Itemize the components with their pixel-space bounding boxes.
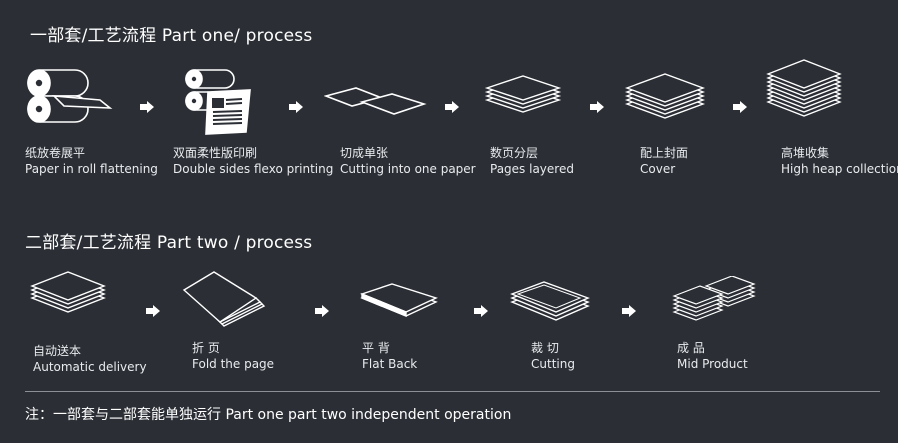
cover-stack-icon [623, 70, 707, 128]
section2-title: 二部套/工艺流程 Part two / process [25, 233, 313, 253]
cutting-icon [508, 280, 592, 324]
step-label: 高堆收集 High heap collection [781, 146, 898, 176]
layered-pages-icon [483, 74, 563, 124]
flexo-printing-icon [180, 66, 260, 138]
step-label: 切成单张 Cutting into one paper [340, 146, 476, 176]
delivery-stack-icon [28, 268, 108, 322]
step-label: 双面柔性版印刷 Double sides flexo printing [173, 146, 334, 176]
step-label: 平 背 Flat Back [362, 341, 418, 371]
arrow-icon [622, 302, 636, 317]
arrow-icon [315, 302, 329, 317]
arrow-icon [140, 98, 154, 113]
arrow-icon [146, 302, 160, 317]
step-label: 折 页 Fold the page [192, 341, 275, 371]
step-label: 数页分层 Pages layered [490, 146, 574, 176]
mid-product-icon [672, 276, 756, 326]
cut-sheets-icon [324, 84, 428, 118]
arrow-icon [590, 98, 604, 113]
arrow-icon [289, 98, 303, 113]
step-label: 裁 切 Cutting [531, 341, 575, 371]
step-label: 自动送本 Automatic delivery [33, 344, 147, 374]
flat-back-icon [358, 282, 440, 322]
high-heap-icon [764, 58, 844, 124]
arrow-icon [733, 98, 747, 113]
footer-note: 注：一部套与二部套能单独运行 Part one part two indepen… [25, 407, 512, 423]
section1-title: 一部套/工艺流程 Part one/ process [30, 26, 313, 46]
divider [25, 391, 880, 392]
arrow-icon [445, 98, 459, 113]
step-label: 配上封面 Cover [640, 146, 689, 176]
step-label: 纸放卷展平 Paper in roll flattening [25, 146, 158, 176]
step-label: 成 品 Mid Product [677, 341, 748, 371]
paper-roll-icon [24, 66, 114, 126]
arrow-icon [474, 302, 488, 317]
fold-page-icon [180, 268, 270, 330]
